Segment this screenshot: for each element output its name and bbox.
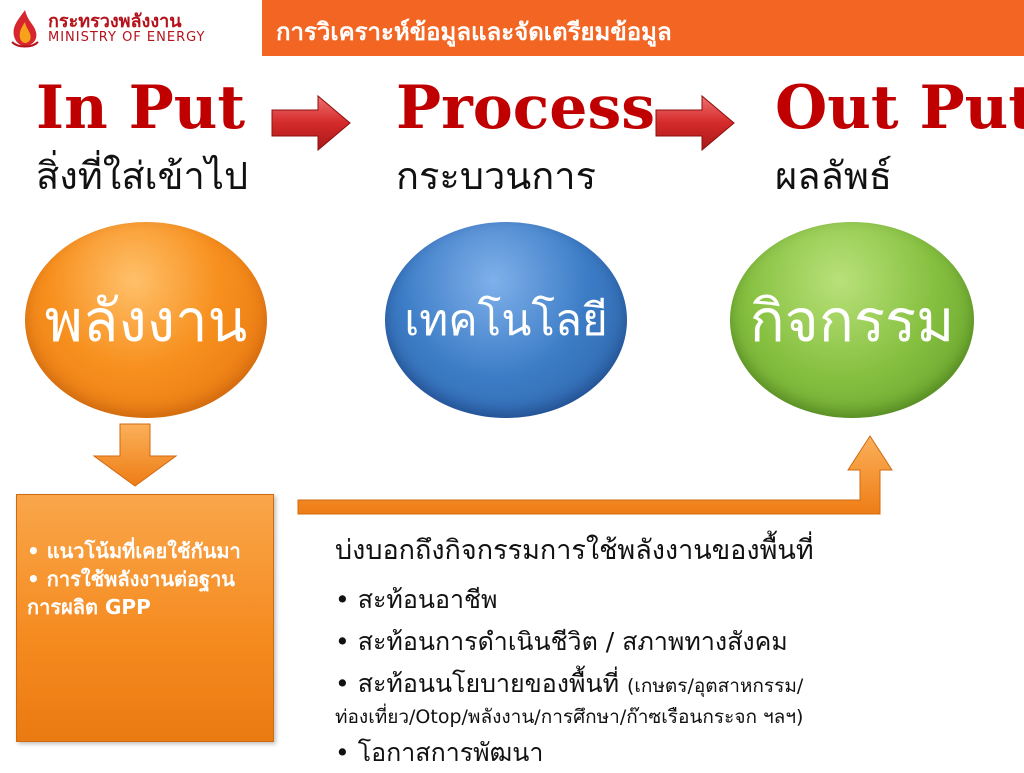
trend-bullet-1: • แนวโน้มที่เคยใช้กันมา [27, 539, 241, 563]
logo-text-thai: กระทรวงพลังงาน [48, 11, 182, 32]
arrow-down-to-box [92, 423, 178, 487]
trend-box: • แนวโน้มที่เคยใช้กันมา • การใช้พลังงานต… [16, 494, 274, 742]
activity-label: กิจกรรม [749, 286, 955, 355]
page-title: การวิเคราะห์ข้อมูลและจัดเตรียมข้อมูล [276, 18, 672, 46]
input-title: In Put [36, 73, 246, 143]
energy-oval: พลังงาน [25, 222, 267, 418]
process-subtitle: กระบวนการ [396, 154, 597, 198]
arrow-elbow-to-activity [297, 435, 893, 515]
policy-note: (เกษตร/อุตสาหกรรม/ [627, 675, 804, 697]
logo-text-english: MINISTRY OF ENERGY [48, 30, 206, 45]
policy-main: • สะท้อนนโยบายของพื้นที่ [335, 669, 627, 698]
indicator-item-occupation: • สะท้อนอาชีพ [335, 585, 498, 614]
flame-logo-icon [11, 10, 39, 48]
title-bar: การวิเคราะห์ข้อมูลและจัดเตรียมข้อมูล [262, 0, 1024, 56]
arrow-input-to-process [271, 94, 351, 152]
indicator-heading: บ่งบอกถึงกิจกรรมการใช้พลังงานของพื้นที่ [335, 535, 814, 566]
ministry-logo: กระทรวงพลังงาน MINISTRY OF ENERGY [0, 0, 262, 56]
output-title: Out Put [775, 73, 1024, 143]
activity-oval: กิจกรรม [730, 222, 974, 418]
header: กระทรวงพลังงาน MINISTRY OF ENERGY การวิเ… [0, 0, 1024, 56]
process-title: Process [396, 73, 656, 143]
output-subtitle: ผลลัพธ์ [775, 154, 893, 198]
energy-label: พลังงาน [44, 286, 248, 355]
technology-oval: เทคโนโลยี [385, 222, 627, 418]
indicator-item-policy: • สะท้อนนโยบายของพื้นที่ (เกษตร/อุตสาหกร… [335, 664, 803, 704]
technology-label: เทคโนโลยี [404, 295, 608, 346]
indicator-item-development: • โอกาสการพัฒนา [335, 738, 544, 767]
indicator-item-lifestyle: • สะท้อนการดำเนินชีวิต / สภาพทางสังคม [335, 627, 788, 656]
arrow-process-to-output [655, 94, 735, 152]
input-subtitle: สิ่งที่ใส่เข้าไป [36, 154, 249, 198]
trend-bullet-2: • การใช้พลังงานต่อฐานการผลิต GPP [27, 567, 235, 619]
policy-note-continued: ท่องเที่ยว/Otop/พลังงาน/การศึกษา/ก๊าซเรื… [335, 706, 804, 728]
